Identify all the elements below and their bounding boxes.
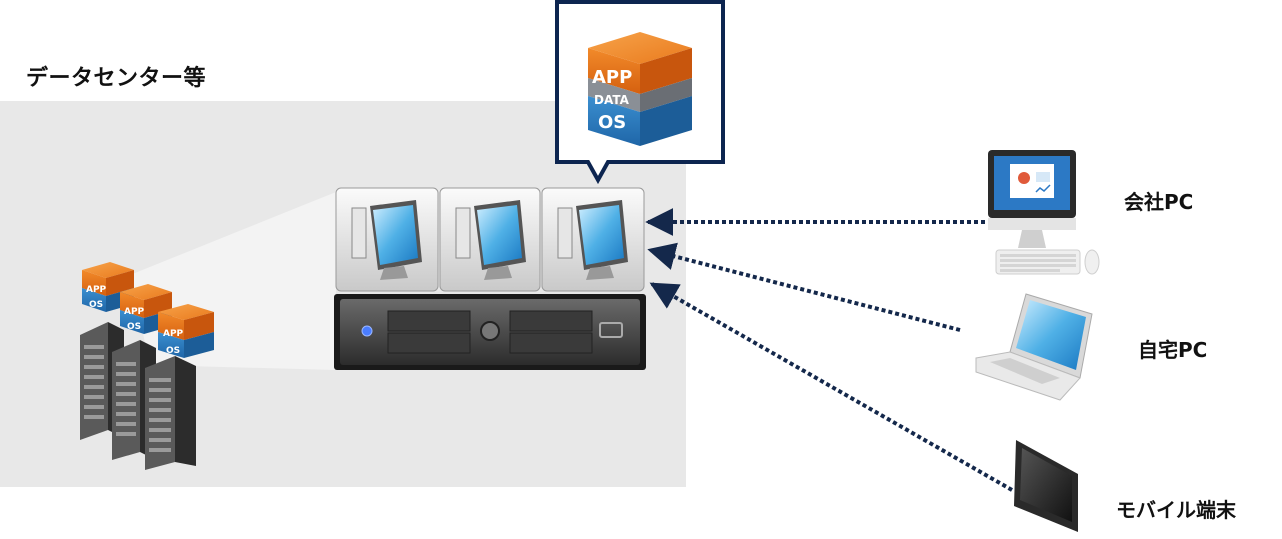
virtual-desktop-tile: [335, 187, 439, 292]
virtual-desktop-tiles: [335, 187, 645, 292]
connector-home-pc: [647, 242, 961, 332]
mobile-label: モバイル端末: [1116, 498, 1236, 522]
mini-app-label: APP: [163, 329, 184, 339]
mini-stack: APP OS: [158, 304, 214, 358]
home-pc-label: 自宅PC: [1138, 338, 1208, 362]
virtual-desktop-tile: [541, 187, 645, 292]
app-layer-label: APP: [592, 67, 632, 88]
connector-mobile: [649, 282, 1013, 492]
desktop-pc-icon: [988, 150, 1100, 275]
virtual-desktop-tile: [439, 187, 541, 292]
host-server: [334, 294, 646, 370]
datacenter-title: データセンター等: [26, 66, 207, 91]
mini-app-label: APP: [86, 285, 107, 295]
app-data-os-stack: APP DATA OS: [588, 32, 692, 146]
connectors: [645, 208, 1013, 492]
laptop-icon: [975, 293, 1093, 401]
mini-app-label: APP: [124, 307, 145, 317]
data-layer-label: DATA: [594, 93, 630, 107]
mini-os-label: OS: [89, 300, 103, 310]
mini-os-label: OS: [127, 322, 141, 332]
os-layer-label: OS: [598, 112, 626, 133]
tablet-icon: [1014, 440, 1078, 532]
server-racks: APP OS APP OS APP OS: [80, 262, 214, 470]
office-pc-label: 会社PC: [1124, 190, 1194, 214]
mini-os-label: OS: [166, 346, 180, 356]
stack-callout: APP DATA OS: [555, 0, 725, 185]
server-rack: [145, 356, 196, 470]
